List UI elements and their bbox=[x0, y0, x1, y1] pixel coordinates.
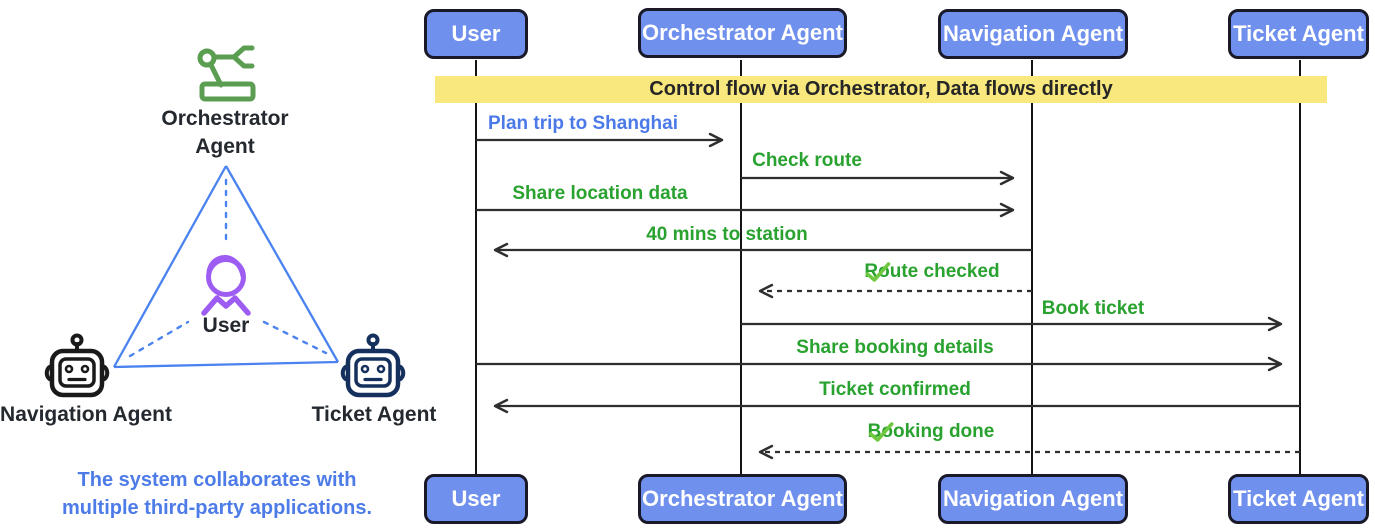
message-label-check-route: Check route bbox=[752, 150, 862, 172]
caption-line1: The system collaborates with bbox=[77, 469, 357, 491]
message-label-share-location: Share location data bbox=[512, 183, 687, 205]
message-label-plan-trip: Plan trip to Shanghai bbox=[488, 113, 678, 135]
message-text: Booking done bbox=[867, 421, 995, 442]
message-text: Ticket confirmed bbox=[819, 379, 971, 400]
person-icon bbox=[201, 255, 251, 316]
ticket-robot-icon bbox=[343, 336, 404, 396]
actor-box-ticket-bottom: Ticket Agent bbox=[1228, 474, 1369, 524]
message-text: Book ticket bbox=[1041, 298, 1145, 319]
user-label: User bbox=[202, 314, 250, 337]
message-arrows bbox=[476, 132, 1300, 460]
message-label-40-mins: 40 mins to station bbox=[646, 224, 808, 246]
orchestrator-agent-label-line2: Agent bbox=[195, 135, 255, 158]
message-label-ticket-confirmed: Ticket confirmed bbox=[819, 379, 971, 401]
ticket-agent-label: Ticket Agent bbox=[311, 403, 437, 426]
actor-box-navigation-bottom: Navigation Agent bbox=[938, 474, 1128, 524]
message-text: 40 mins to station bbox=[646, 224, 808, 245]
message-label-share-booking: Share booking details bbox=[796, 337, 993, 359]
actor-box-user-bottom: User bbox=[424, 474, 528, 524]
message-text: Plan trip to Shanghai bbox=[487, 113, 679, 134]
actor-box-ticket-top: Ticket Agent bbox=[1228, 9, 1369, 59]
message-text: Share location data bbox=[512, 183, 688, 204]
banner-note: Control flow via Orchestrator, Data flow… bbox=[435, 76, 1327, 103]
message-text: Share booking details bbox=[796, 337, 994, 358]
navigation-robot-icon bbox=[47, 336, 108, 396]
actor-box-orchestrator-top: Orchestrator Agent bbox=[638, 8, 847, 58]
robot-arm-icon bbox=[197, 45, 256, 102]
triangle-connections bbox=[112, 165, 339, 369]
message-text: Route checked bbox=[864, 261, 1000, 282]
message-text: Check route bbox=[752, 150, 862, 171]
message-label-booking-done: Booking done bbox=[868, 421, 1003, 443]
orchestrator-agent-label-line1: Orchestrator bbox=[161, 107, 289, 130]
caption-line2: multiple third-party applications. bbox=[61, 497, 373, 519]
actor-box-navigation-top: Navigation Agent bbox=[938, 9, 1128, 59]
message-label-book-ticket: Book ticket bbox=[1042, 298, 1144, 320]
message-label-route-checked: Route checked bbox=[864, 261, 1007, 283]
navigation-agent-label: Navigation Agent bbox=[0, 403, 172, 426]
actor-box-user-top: User bbox=[424, 9, 528, 59]
actor-box-orchestrator-bottom: Orchestrator Agent bbox=[638, 474, 847, 524]
left-illustration bbox=[47, 45, 404, 396]
